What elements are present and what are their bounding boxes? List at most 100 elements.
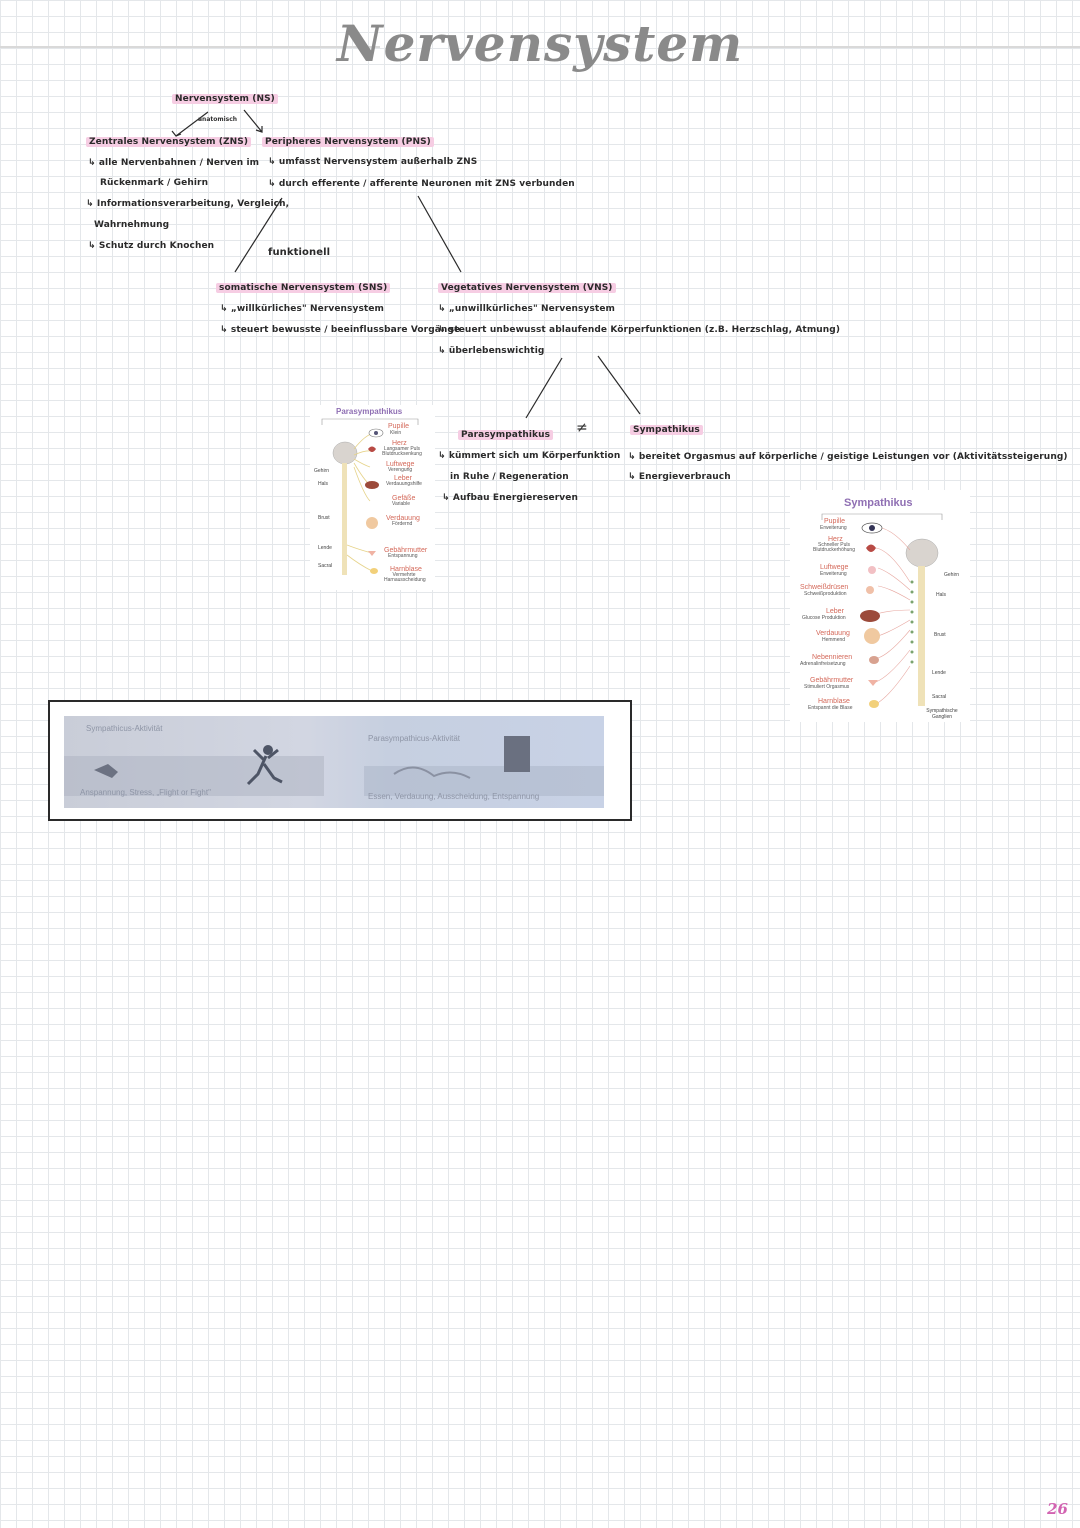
- intestine-icon: [366, 517, 378, 529]
- line-vns-sym: [597, 355, 641, 415]
- bladder-icon: [370, 568, 378, 574]
- para-organ-label: Leber: [394, 475, 412, 482]
- para-organ-effect: Vermehrte Harnausscheidung: [384, 572, 426, 583]
- para-region-label: Gehirn: [314, 468, 330, 474]
- parasympathikus-figure: Parasympathikus Pupille Klein Herz Langs…: [310, 405, 435, 590]
- vns-point: ↳ steuert unbewusst ablaufende Körperfun…: [438, 325, 841, 335]
- sym-organ-effect: Entspannt die Blase: [808, 705, 853, 711]
- activity-illustration: [64, 736, 604, 796]
- sym-organ-effect: Stimuliert Orgasmus: [804, 684, 850, 690]
- sweat-gland-icon: [866, 586, 874, 594]
- para-figure-title: Parasympathikus: [336, 407, 403, 416]
- liver-icon: [860, 610, 880, 622]
- spinal-cord-icon: [918, 566, 925, 706]
- line-pns-vns: [417, 195, 462, 273]
- line-ns-pns: [243, 109, 263, 133]
- heart-icon: [368, 446, 376, 452]
- sympathikus-figure: Sympathikus Pupille Erweiterung Herz Sch…: [790, 490, 970, 722]
- zns-point: ↳ Schutz durch Knochen: [88, 241, 215, 251]
- arrow-head-zns: [171, 130, 182, 137]
- running-figure-icon: [263, 745, 273, 755]
- line-vns-para: [525, 357, 563, 419]
- sym-organ-effect: Adrenalinfreisetzung: [800, 661, 846, 667]
- title-rule-left: [0, 46, 380, 48]
- para-organ-effect: Verdauungshilfe: [386, 481, 422, 487]
- para-point: in Ruhe / Regeneration: [450, 472, 569, 482]
- uterus-icon: [868, 680, 878, 686]
- para-organ-effect: Klein: [390, 430, 402, 436]
- page-number: 26: [1047, 1500, 1068, 1518]
- para-title: Parasympathikus: [458, 430, 554, 440]
- functional-label: funktionell: [268, 247, 331, 258]
- para-region-label: Hals: [318, 481, 329, 487]
- brain-icon: [905, 538, 939, 568]
- sym-organ-label: Herz: [828, 536, 843, 543]
- vns-point: ↳ „unwillkürliches" Nervensystem: [438, 304, 616, 314]
- page-title: Nervensystem: [336, 14, 744, 73]
- brain-icon: [332, 441, 358, 465]
- pns-point: ↳ umfasst Nervensystem außerhalb ZNS: [268, 157, 478, 167]
- sym-region-label: Lende: [932, 670, 946, 676]
- para-organ-effect: Verengung: [388, 467, 413, 473]
- para-organ-label: Pupille: [388, 423, 410, 430]
- sym-region-label: Sacral: [932, 694, 947, 700]
- pns-point: ↳ durch efferente / afferente Neuronen m…: [268, 179, 575, 189]
- parasympathicus-activity-title: Parasympathicus-Aktivität: [368, 734, 461, 743]
- fallen-figure-icon: [94, 764, 118, 778]
- sym-organ-effect: Glucose Produktion: [802, 615, 846, 621]
- sym-organ-label: Pupille: [824, 518, 846, 525]
- root-node: Nervensystem (NS): [172, 94, 278, 104]
- line-pns-sns: [234, 197, 283, 273]
- zns-title: Zentrales Nervensystem (ZNS): [86, 137, 252, 147]
- sym-region-label: Sympathische Ganglien: [926, 708, 958, 720]
- sym-point: ↳ bereitet Orgasmus auf körperliche / ge…: [628, 452, 1068, 462]
- sym-organ-effect: Erweiterung: [820, 525, 847, 531]
- para-region-label: Lende: [318, 545, 332, 551]
- para-organ-label: Harnblase: [390, 566, 422, 573]
- para-point: ↳ Aufbau Energiereserven: [442, 493, 578, 503]
- arrow-head-pns: [255, 126, 263, 133]
- adrenal-icon: [869, 656, 879, 664]
- para-organ-label: Gebährmutter: [384, 547, 428, 554]
- para-point: ↳ kümmert sich um Körperfunktion: [438, 451, 621, 461]
- para-organ-label: Luftwege: [386, 461, 415, 468]
- sym-region-label: Brust: [934, 632, 946, 638]
- line-ns-zns: [175, 111, 209, 137]
- sympathicus-activity-title: Sympathicus-Aktivität: [86, 724, 163, 733]
- sym-organ-label: Leber: [826, 608, 844, 615]
- sym-organ-label: Gebährmutter: [810, 677, 854, 684]
- sym-organ-label: Schweißdrüsen: [800, 584, 849, 591]
- activity-photo-frame: Sympathicus-Aktivität Anspannung, Stress…: [48, 700, 632, 821]
- sym-point: ↳ Energieverbrauch: [628, 472, 731, 482]
- tree-stump-icon: [504, 736, 530, 772]
- para-organ-label: Verdauung: [386, 515, 420, 522]
- liver-icon: [365, 481, 379, 489]
- sns-title: somatische Nervensystem (SNS): [216, 283, 391, 293]
- sym-organ-effect: Schneller Puls Blutdruckerhöhung: [813, 542, 855, 553]
- sym-organ-effect: Hemmend: [822, 637, 846, 643]
- zns-point: ↳ Informationsverarbeitung, Vergleich,: [86, 199, 290, 209]
- para-organ-effect: Langsamer Puls Blutdrucksenkung: [382, 446, 422, 457]
- sym-region-label: Gehirn: [944, 572, 960, 578]
- para-region-label: Brust: [318, 515, 330, 521]
- not-equal-sign: ≠: [576, 420, 588, 436]
- pns-title: Peripheres Nervensystem (PNS): [262, 137, 434, 147]
- heart-icon: [866, 544, 876, 552]
- para-organ-effect: Entspannung: [388, 553, 418, 559]
- vns-title: Vegetatives Nervensystem (VNS): [438, 283, 616, 293]
- sym-region-label: Hals: [936, 592, 947, 598]
- sympathicus-activity-caption: Anspannung, Stress, „Flight or Fight": [80, 788, 211, 797]
- uterus-icon: [368, 551, 376, 556]
- sym-title: Sympathikus: [630, 425, 703, 435]
- para-organ-effect: Fördernd: [392, 521, 413, 527]
- zns-point: Rückenmark / Gehirn: [100, 178, 209, 188]
- activity-photo: Sympathicus-Aktivität Anspannung, Stress…: [64, 716, 604, 808]
- sym-organ-effect: Schweißproduktion: [804, 591, 847, 597]
- zns-point: ↳ alle Nervenbahnen / Nerven im: [88, 158, 260, 168]
- sym-organ-label: Verdauung: [816, 630, 850, 637]
- sym-organ-label: Luftwege: [820, 564, 849, 571]
- sns-point: ↳ „willkürliches" Nervensystem: [220, 304, 385, 314]
- campfire-icon: [393, 766, 471, 779]
- para-region-label: Sacral: [318, 563, 333, 569]
